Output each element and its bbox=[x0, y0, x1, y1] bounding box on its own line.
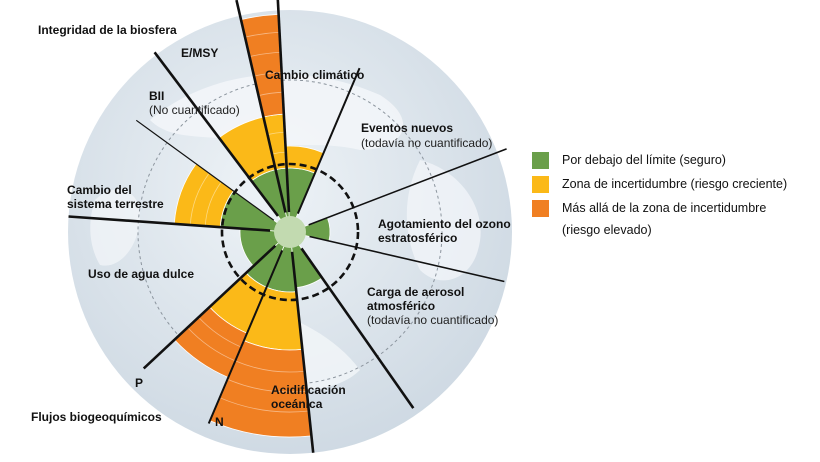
divider-climate-novel bbox=[296, 67, 361, 214]
label-bii-note: (No cuantificado) bbox=[149, 103, 240, 117]
label-biosphere-integrity: Integridad de la biosfera bbox=[38, 23, 177, 37]
label-novel-entities: Eventos nuevos bbox=[361, 121, 454, 135]
divider-climate-biosphere bbox=[276, 0, 291, 213]
label-freshwater-use: Uso de agua dulce bbox=[88, 267, 195, 281]
divider-biosphere-emsy-left bbox=[235, 0, 287, 213]
divider-aerosol-ocean bbox=[300, 247, 415, 409]
label-novel-entities-note: (todavía no cuantificado) bbox=[361, 136, 493, 150]
legend-swatch-uncertainty bbox=[532, 176, 549, 193]
wedge-band-line bbox=[189, 172, 210, 226]
divider-novel-ozone bbox=[308, 148, 507, 226]
wedge-band-line bbox=[204, 181, 222, 227]
legend-label-high-risk-note: (riesgo elevado) bbox=[562, 223, 652, 237]
label-bii: BII bbox=[149, 89, 165, 103]
divider-ocean-nitrogen bbox=[290, 251, 315, 453]
label-aerosol-note: (todavía no cuantificado) bbox=[367, 313, 499, 327]
wedge-band-line bbox=[219, 397, 309, 413]
divider-freshwater-land bbox=[68, 215, 271, 232]
divider-nitrogen-phosphorus bbox=[207, 250, 284, 424]
landmass-east bbox=[406, 160, 481, 281]
divider-land-inner bbox=[135, 119, 275, 221]
label-ocean-acidification-line1: Acidificación bbox=[271, 383, 346, 397]
label-biogeochemical-flows: Flujos biogeoquímicos bbox=[31, 410, 162, 424]
wedge-band-line bbox=[227, 378, 307, 393]
legend-swatch-high-risk bbox=[532, 200, 549, 217]
label-land-system-change-line2: sistema terrestre bbox=[67, 197, 164, 211]
label-climate-change: Cambio climático bbox=[265, 68, 365, 82]
sector-divider-lines bbox=[68, 0, 507, 453]
divider-phosphorus-freshwater bbox=[142, 244, 277, 370]
wedge-band-line bbox=[235, 360, 305, 373]
label-phosphorus: P bbox=[135, 376, 144, 390]
wedge-band-line bbox=[198, 316, 242, 348]
legend-label-safe: Por debajo del límite (seguro) bbox=[562, 153, 726, 167]
outer-reference-ring bbox=[137, 79, 443, 385]
safe-operating-space-boundary bbox=[220, 162, 360, 302]
label-aerosol-line1: Carga de aerosol bbox=[367, 285, 465, 299]
legend-label-high-risk: Más allá de la zona de incertidumbre bbox=[562, 201, 767, 215]
label-emsy: E/MSY bbox=[181, 46, 219, 60]
label-ocean-acidification-line2: oceánica bbox=[271, 397, 323, 411]
legend-label-uncertainty: Zona de incertidumbre (riesgo creciente) bbox=[562, 177, 788, 191]
landmass-west bbox=[90, 189, 140, 266]
divider-biosphere-land bbox=[153, 51, 280, 217]
divider-ozone-aerosol bbox=[309, 235, 505, 283]
legend-swatch-safe bbox=[532, 152, 549, 169]
label-ozone-depletion-line1: Agotamiento del ozono bbox=[378, 217, 511, 231]
wedge-band-line bbox=[187, 327, 236, 362]
label-nitrogen: N bbox=[215, 415, 224, 429]
label-land-system-change-line1: Cambio del bbox=[67, 183, 132, 197]
label-ozone-depletion-line2: estratosférico bbox=[378, 231, 458, 245]
safe-core bbox=[274, 216, 306, 248]
label-aerosol-line2: atmosférico bbox=[367, 299, 436, 313]
